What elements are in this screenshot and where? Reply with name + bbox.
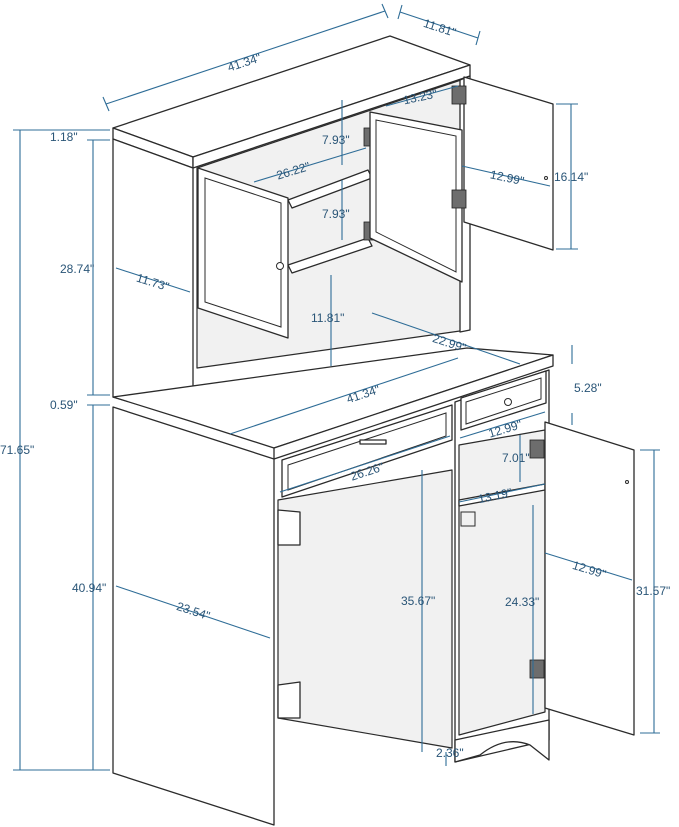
desk-height-label: 35.67"	[401, 594, 435, 608]
hinge-icon	[529, 659, 545, 679]
counter-top-edge	[273, 354, 554, 460]
base-cabinet	[112, 347, 635, 826]
hinge-icon	[529, 439, 545, 459]
drawer-height-label: 5.28"	[574, 381, 602, 395]
top-depth-label: 11.81"	[422, 16, 458, 40]
top-width-label: 41.34"	[226, 51, 263, 75]
dimension-lines	[13, 3, 660, 771]
door-width-label: 12.99"	[489, 167, 525, 188]
hutch-lower-shelf	[287, 237, 373, 274]
shelf-spacing-bottom-label: 7.93"	[322, 207, 350, 221]
hutch-height-label: 28.74"	[60, 262, 94, 276]
desk-foot-block	[277, 681, 301, 719]
shelf-spacing-top-label: 7.93"	[322, 133, 350, 147]
door-knob[interactable]	[544, 176, 548, 180]
desk-back-panel	[277, 469, 453, 749]
small-drawer[interactable]	[460, 370, 547, 431]
base-left-side-panel	[112, 406, 275, 826]
cabinet-shelf-height-label: 7.01"	[502, 451, 530, 465]
hinge-icon	[451, 85, 467, 105]
cabinet-inner-width-label: 13.19"	[477, 485, 513, 506]
base-door-height-label: 31.57"	[636, 584, 670, 598]
cabinet-interior	[458, 429, 546, 736]
door-offset-label: 13.23"	[402, 87, 438, 108]
total-height-label: 71.65"	[0, 443, 34, 457]
base-right-open-door[interactable]	[529, 421, 635, 736]
hutch-left-glass-door[interactable]	[197, 167, 289, 339]
cabinet-foot	[454, 719, 550, 763]
door-knob[interactable]	[276, 262, 284, 270]
towel-bar	[460, 511, 476, 527]
door-height-label: 16.14"	[554, 170, 588, 184]
foot-height-label: 2.36"	[436, 746, 464, 760]
cabinet-inner-height-label: 24.33"	[505, 595, 539, 609]
door-knob[interactable]	[625, 480, 629, 484]
hutch-top-board-label: 1.18"	[50, 130, 78, 144]
gap-board-label: 0.59"	[50, 398, 78, 412]
hutch-middle-open-door[interactable]	[369, 111, 463, 283]
hutch-right-open-door[interactable]	[451, 76, 554, 251]
hutch	[112, 35, 554, 422]
desk-leg-block	[277, 509, 301, 546]
hinge-icon	[451, 189, 467, 209]
base-height-label: 40.94"	[72, 581, 106, 595]
open-height-label: 11.81"	[311, 311, 344, 325]
long-drawer[interactable]	[281, 404, 453, 498]
drawer-handle[interactable]	[359, 439, 387, 445]
drawer-knob[interactable]	[504, 398, 512, 406]
